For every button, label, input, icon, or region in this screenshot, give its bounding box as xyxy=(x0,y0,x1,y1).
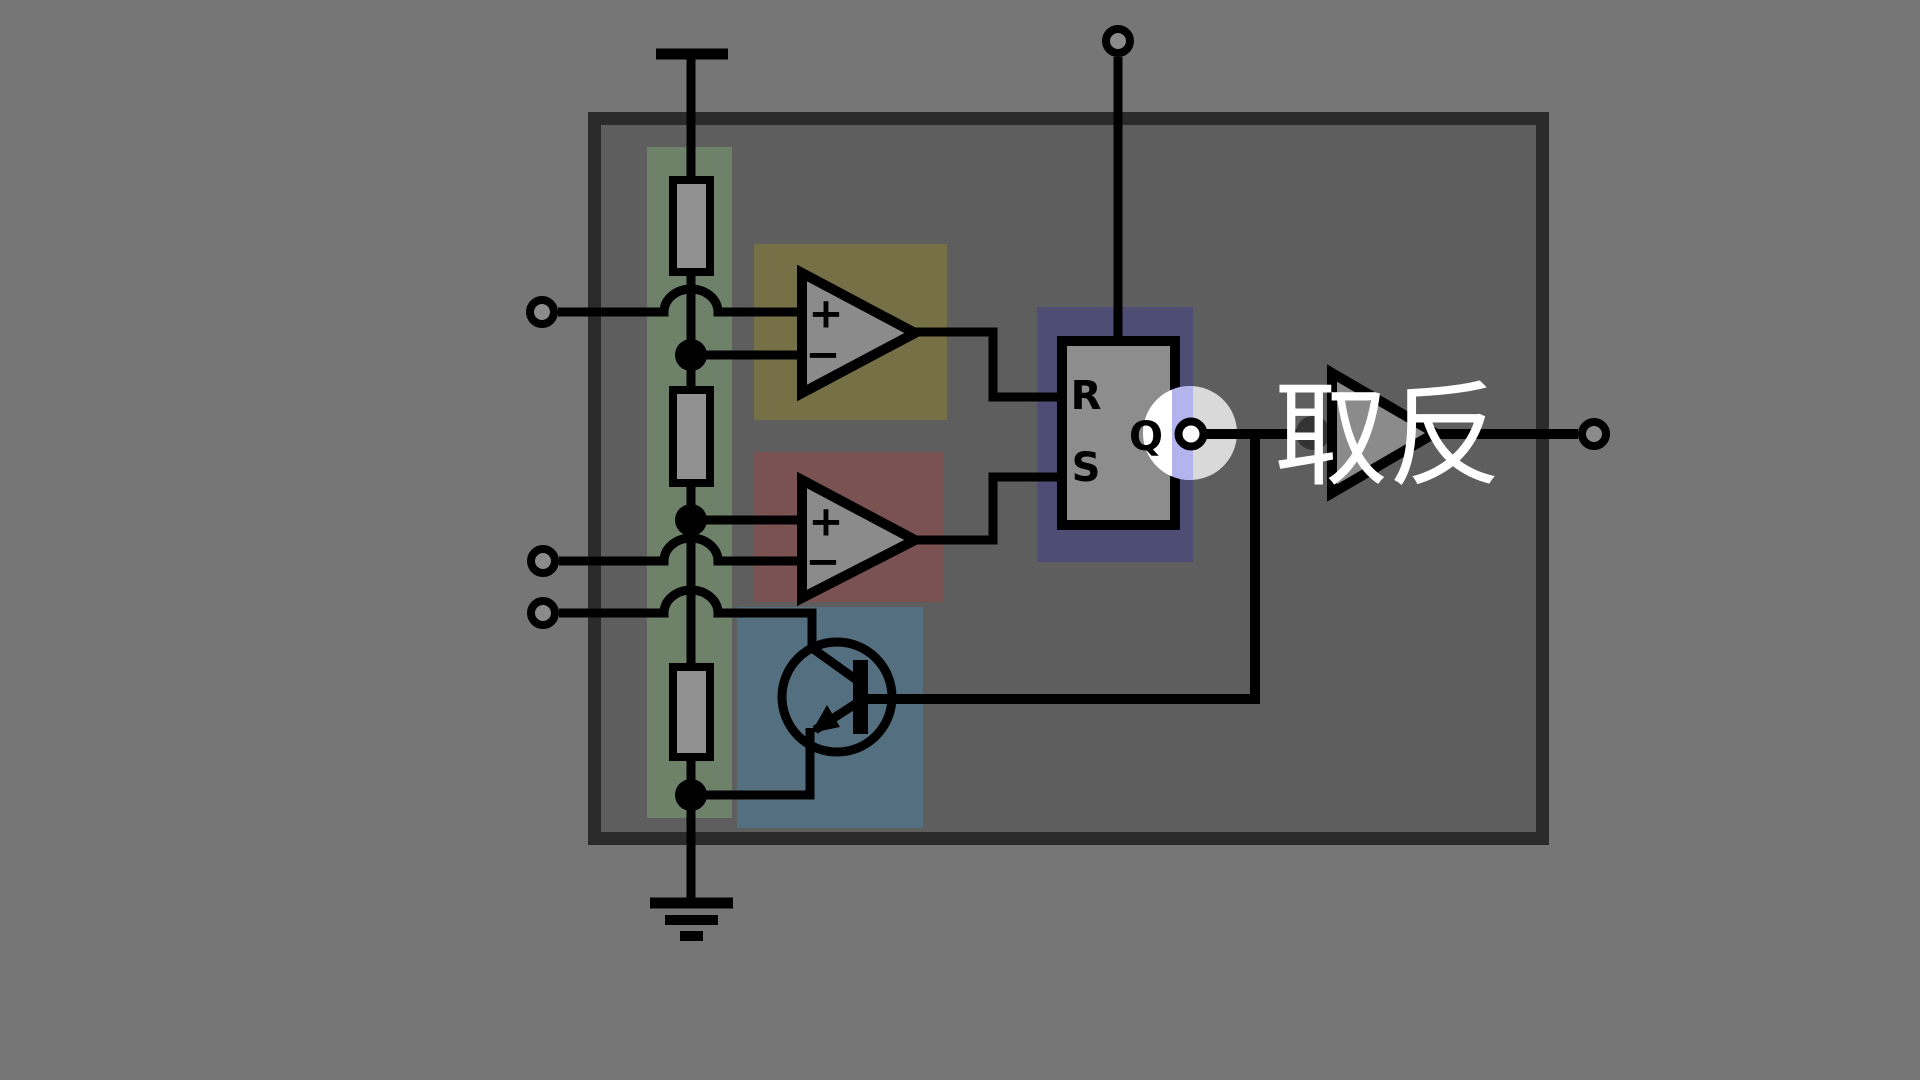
resistor-middle xyxy=(669,386,714,487)
discharge-pin-wire xyxy=(559,585,817,652)
resistor-bottom xyxy=(669,663,714,761)
comp1-to-reset-wire xyxy=(913,327,1062,402)
comparator1-plus-label: + xyxy=(808,289,843,338)
flipflop-reset-label: R xyxy=(1071,373,1102,419)
ground-symbol-icon xyxy=(650,897,733,941)
inverter-triangle-icon xyxy=(1327,364,1445,502)
discharge-pin-terminal xyxy=(527,597,559,629)
transistor-base-bar xyxy=(853,660,868,734)
comparator1-triangle-icon xyxy=(797,264,926,402)
transistor-collector-lead xyxy=(809,644,861,685)
vcc-rail-symbol xyxy=(656,48,728,184)
trigger-comparator: + − xyxy=(797,471,926,607)
output-inverter xyxy=(1296,364,1445,502)
pin-wires xyxy=(558,57,1123,652)
comp2-to-set-wire xyxy=(913,472,1062,545)
emitter-arrow-icon xyxy=(811,705,840,733)
emitter-to-ground-wire xyxy=(691,728,815,800)
pin-terminals xyxy=(526,25,1610,629)
discharge-transistor xyxy=(691,437,1260,800)
comparator1-minus-label: − xyxy=(805,330,840,379)
top-pin-terminal xyxy=(1102,25,1134,57)
q-output-terminal xyxy=(1174,417,1208,451)
resistor-top xyxy=(669,176,714,276)
inverter-bubble-icon xyxy=(1296,416,1330,450)
flipflop-set-label: S xyxy=(1072,445,1101,491)
base-wire xyxy=(867,437,1260,704)
threshold-comparator: + − xyxy=(797,264,926,402)
trigger-pin-terminal xyxy=(527,545,559,577)
threshold-pin-terminal xyxy=(526,296,558,328)
trigger-pin-wire xyxy=(559,533,802,566)
comparator2-minus-label: − xyxy=(805,537,840,586)
comparator2-triangle-icon xyxy=(797,471,926,607)
threshold-pin-wire xyxy=(558,284,802,317)
output-pin-terminal xyxy=(1578,418,1610,450)
comparator2-plus-label: + xyxy=(808,497,843,546)
flipflop-output-label: Q xyxy=(1129,414,1163,460)
invert-annotation-text: 取反 xyxy=(1274,370,1502,503)
